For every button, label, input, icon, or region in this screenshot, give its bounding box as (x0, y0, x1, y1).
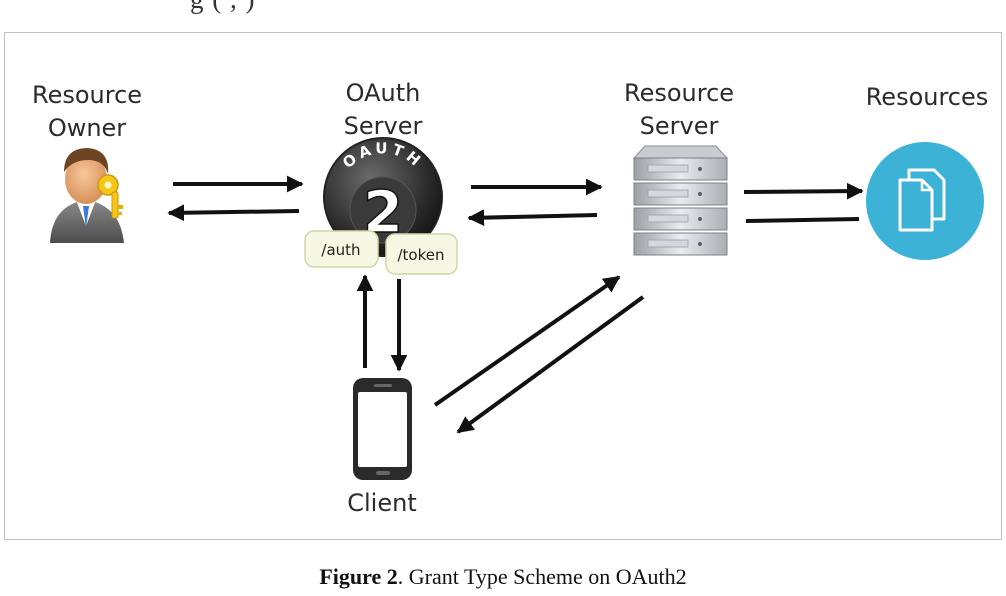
arrow-resource-server-to-oauth (467, 209, 598, 227)
smartphone-icon (353, 378, 412, 480)
resource-owner-label: Resource Owner (22, 79, 152, 145)
token-endpoint-label: /token (398, 246, 445, 264)
arrow-server-to-resources (743, 182, 864, 200)
oauth-server-label-line1: OAuth (345, 79, 421, 107)
oauth-server-label-line2: Server (343, 112, 423, 140)
figure-caption: Figure 2. Grant Type Scheme on OAuth2 (0, 564, 1006, 590)
arrow-client-to-resource-server (433, 275, 621, 407)
resource-owner-label-line2: Owner (47, 114, 127, 142)
documents-icon (866, 142, 984, 260)
arrow-oauth-to-owner (167, 204, 300, 222)
auth-endpoint-tag: /auth (304, 230, 379, 268)
auth-endpoint-label: /auth (321, 241, 360, 259)
resource-server-label: Resource Server (614, 77, 744, 143)
server-rack-icon (632, 145, 729, 256)
figure-caption-number: Figure 2 (319, 564, 398, 589)
resources-label: Resources (865, 83, 989, 111)
figure-caption-text: . Grant Type Scheme on OAuth2 (397, 564, 687, 589)
user-key-icon (50, 148, 124, 243)
token-endpoint-tag: /token (385, 233, 458, 275)
resource-server-label-line1: Resource (623, 79, 735, 107)
diagram-frame (4, 32, 1002, 540)
resource-owner-label-line1: Resource (31, 81, 143, 109)
resource-server-label-line2: Server (639, 112, 719, 140)
clipped-heading-fragment: g ( , ) (190, 0, 610, 18)
oauth-server-label: OAuth Server (318, 77, 448, 143)
client-label: Client (347, 489, 417, 517)
line-resources-to-server (745, 217, 860, 223)
arrow-resource-server-to-client (456, 295, 645, 434)
